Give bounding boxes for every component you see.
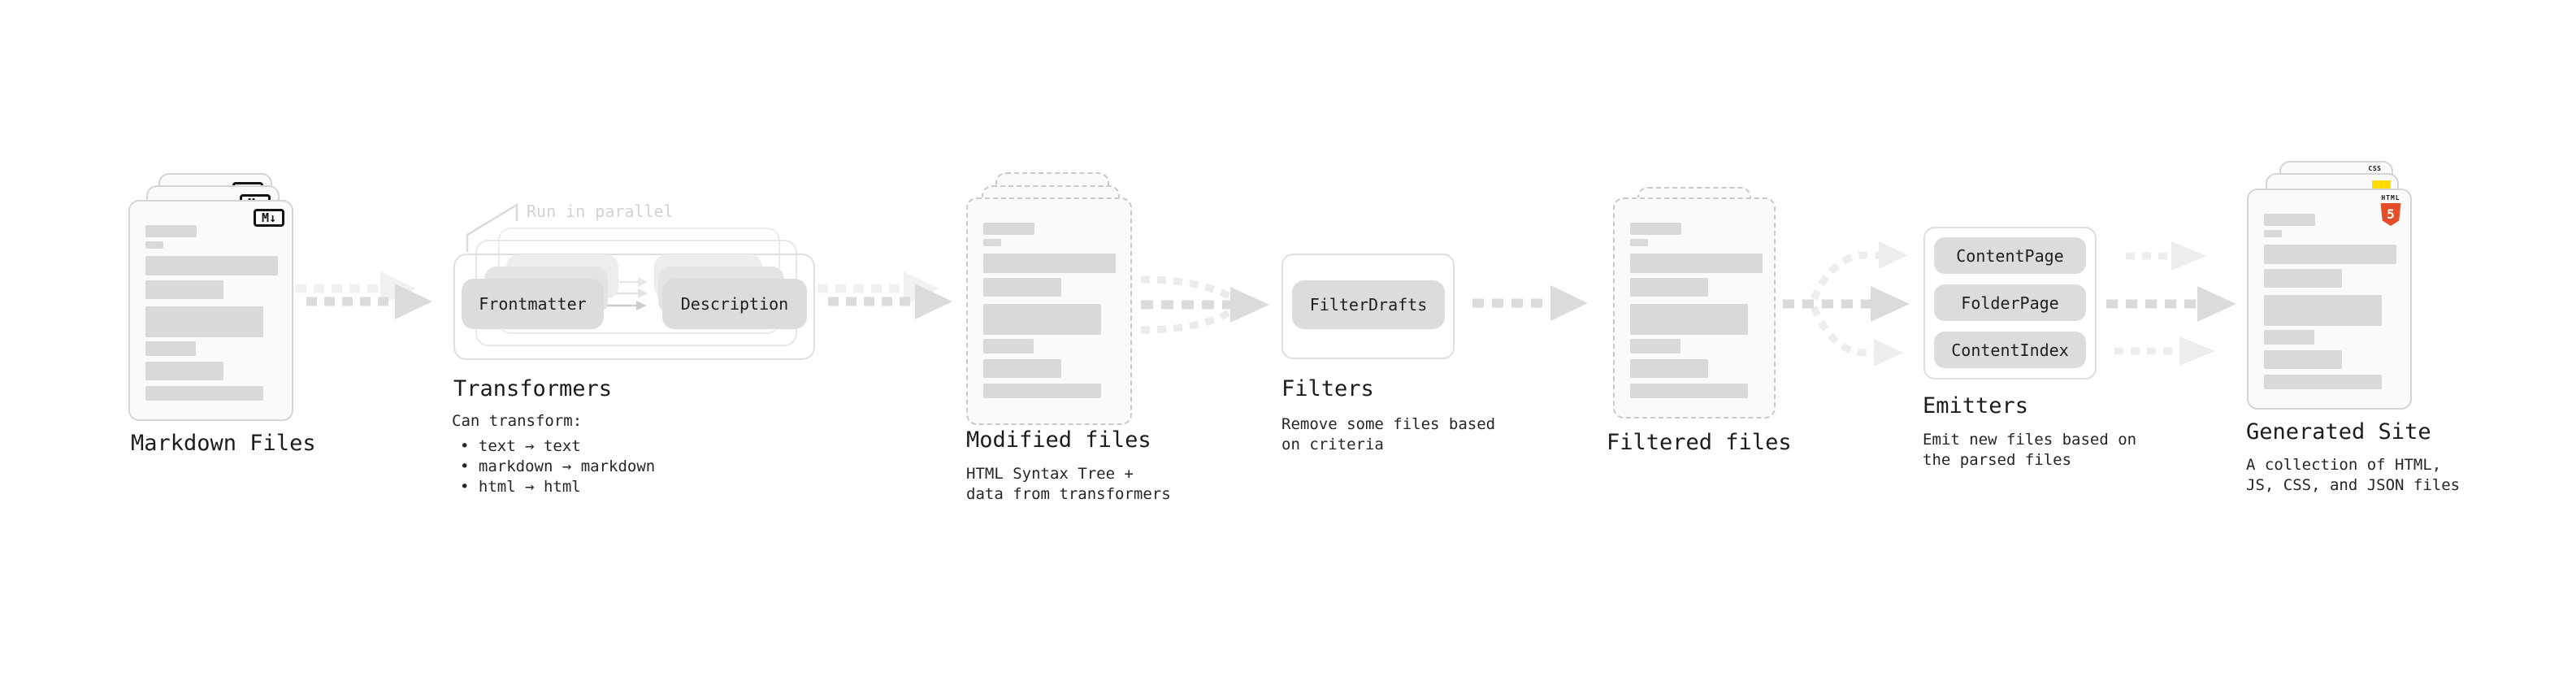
- arrow-filters-to-filtered: [1472, 285, 1588, 321]
- run-in-parallel-callout-line: [466, 202, 518, 252]
- filtered-files-label: Filtered files: [1607, 430, 1792, 455]
- arrow-filtered-to-emitters: [1783, 241, 1910, 367]
- transformers-bullet-list: • text → text • markdown → markdown • ht…: [460, 436, 655, 497]
- js-icon: [2372, 180, 2391, 189]
- frontmatter-pill: Frontmatter: [462, 279, 604, 329]
- filters-label: Filters: [1281, 376, 1374, 401]
- html5-icon: HTML 5: [2379, 195, 2402, 226]
- emitters-label: Emitters: [1923, 393, 2029, 419]
- generated-site-stack: CSS HTML 5: [2247, 161, 2446, 411]
- transformers-label: Transformers: [453, 376, 613, 401]
- markdown-files-stack: M↓ M↓ M↓: [128, 173, 327, 422]
- modified-files-stack: [966, 172, 1165, 425]
- emitters-caption: Emit new files based on the parsed files: [1923, 431, 2137, 469]
- bullet-item: • markdown → markdown: [460, 458, 656, 475]
- file-card: [966, 197, 1132, 425]
- generated-site-caption: A collection of HTML, JS, CSS, and JSON …: [2246, 456, 2461, 494]
- arrow-modified-to-filters: [1140, 275, 1269, 334]
- bullet-item: • html → html: [460, 478, 581, 496]
- folderpage-pill: FolderPage: [1934, 284, 2086, 321]
- filtered-files-stack: [1613, 187, 1808, 423]
- arrow-emitters-to-generated: [2106, 241, 2236, 366]
- contentpage-pill: ContentPage: [1934, 237, 2086, 274]
- transformers-caption-title: Can transform:: [452, 412, 583, 430]
- file-card: M↓: [128, 200, 293, 421]
- arrow-markdown-to-transformers: [296, 271, 432, 319]
- markdown-files-label: Markdown Files: [131, 431, 316, 456]
- modified-files-label: Modified files: [966, 427, 1151, 453]
- filters-caption: Remove some files based on criteria: [1281, 415, 1496, 453]
- markdown-icon: M↓: [254, 209, 284, 227]
- file-card: HTML 5: [2247, 189, 2412, 410]
- filterdrafts-pill: FilterDrafts: [1292, 280, 1445, 329]
- generated-site-label: Generated Site: [2246, 419, 2431, 445]
- bullet-item: • text → text: [460, 437, 581, 455]
- contentindex-pill: ContentIndex: [1934, 332, 2086, 368]
- file-card: [1613, 197, 1776, 419]
- transformer-box: [453, 254, 815, 360]
- description-pill: Description: [662, 279, 807, 329]
- arrow-transformers-to-modified: [817, 271, 952, 319]
- modified-files-caption: HTML Syntax Tree + data from transformer…: [966, 465, 1171, 503]
- run-in-parallel-note: Run in parallel: [527, 202, 674, 221]
